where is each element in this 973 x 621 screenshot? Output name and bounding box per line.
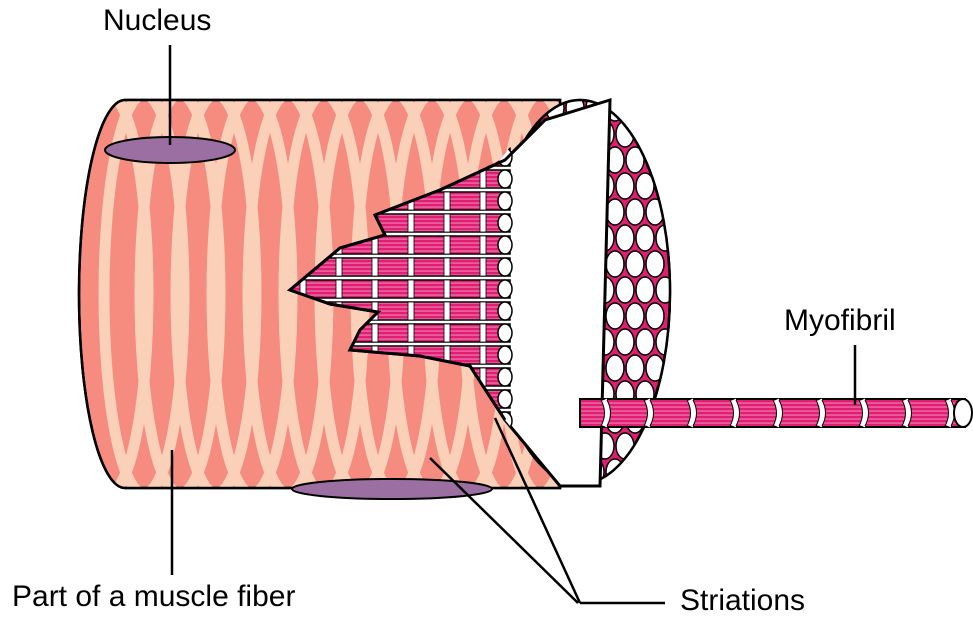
myofibril-end-circle-icon: [646, 303, 664, 329]
myofibril-band: [336, 280, 342, 298]
myofibril-end-circle-icon: [498, 258, 512, 276]
myofibril-band: [480, 214, 486, 232]
myofibril-end-circle-icon: [636, 329, 654, 355]
myofibril-end-circle-icon: [954, 399, 972, 427]
myofibril-end-circle-icon: [646, 459, 664, 485]
myofibril-end-circle-icon: [606, 303, 624, 329]
myofibril-band: [480, 258, 486, 276]
myofibril-band: [480, 236, 486, 254]
myofibril-band: [480, 280, 486, 298]
myofibril-end-circle-icon: [636, 121, 654, 147]
myofibril-band: [480, 302, 486, 320]
myofibril-end-circle-icon: [636, 277, 654, 303]
myofibril-band: [408, 214, 414, 232]
myofibril-band: [444, 280, 450, 298]
myofibril-end-circle-icon: [616, 173, 634, 199]
myofibril-end-circle-icon: [626, 199, 644, 225]
myofibril-end-circle-icon: [498, 236, 512, 254]
myofibril-end-circle-icon: [626, 95, 644, 121]
myofibril-band: [408, 324, 414, 342]
myofibril-end-circle-icon: [626, 459, 644, 485]
myofibril-end-circle-icon: [498, 324, 512, 342]
myofibril-end-circle-icon: [498, 390, 512, 408]
myofibril-end-circle-icon: [616, 433, 634, 459]
myofibril-end-circle-icon: [626, 355, 644, 381]
myofibril-band: [372, 258, 378, 276]
myofibril-end-circle-icon: [616, 225, 634, 251]
myofibril-band: [480, 192, 486, 210]
myofibril-band: [444, 324, 450, 342]
myofibril-end-circle-icon: [656, 277, 674, 303]
myofibril-end-circle-icon: [656, 433, 674, 459]
myofibril-end-circle-icon: [636, 225, 654, 251]
myofibril-end-circle-icon: [646, 251, 664, 277]
myofibril-band: [372, 324, 378, 342]
myofibril-end-circle-icon: [646, 95, 664, 121]
label-nucleus: Nucleus: [103, 6, 211, 36]
myofibril-end-circle-icon: [498, 280, 512, 298]
myofibril-end-circle-icon: [616, 329, 634, 355]
myofibril-band: [444, 258, 450, 276]
myofibril-end-circle-icon: [606, 251, 624, 277]
myofibril-band: [408, 302, 414, 320]
myofibril-band: [372, 280, 378, 298]
myofibril-end-circle-icon: [498, 192, 512, 210]
myofibril-end-circle-icon: [656, 121, 674, 147]
myofibril-end-circle-icon: [606, 355, 624, 381]
myofibril-end-circle-icon: [498, 214, 512, 232]
myofibril-end-circle-icon: [626, 251, 644, 277]
myofibril-end-circle-icon: [498, 170, 512, 188]
myofibril-end-circle-icon: [626, 303, 644, 329]
myofibril-band: [336, 258, 342, 276]
myofibril-end-circle-icon: [616, 277, 634, 303]
myofibril-band: [408, 258, 414, 276]
myofibril-end-circle-icon: [498, 302, 512, 320]
myofibril-band: [408, 236, 414, 254]
label-myofibril: Myofibril: [784, 306, 896, 336]
myofibril-strand: [580, 399, 972, 427]
myofibril-band: [444, 302, 450, 320]
label-striations: Striations: [680, 586, 805, 616]
myofibril-band: [480, 346, 486, 364]
label-part-of-a-muscle-fiber: Part of a muscle fiber: [12, 582, 295, 612]
myofibril-end-circle-icon: [498, 346, 512, 364]
myofibril-rod: [280, 280, 510, 298]
myofibril-end-circle-icon: [498, 368, 512, 386]
myofibril-band: [444, 214, 450, 232]
myofibril-band: [444, 192, 450, 210]
myofibril-band: [408, 280, 414, 298]
myofibril-band: [444, 236, 450, 254]
myofibril-band: [480, 324, 486, 342]
